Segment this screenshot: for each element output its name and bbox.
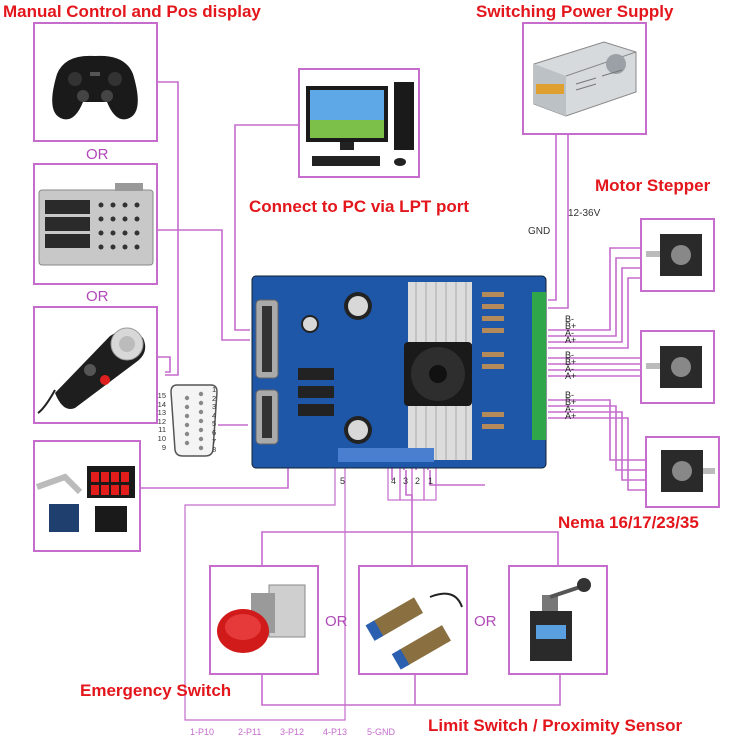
db15-pins-left: 15 14 13 12 11 10 9 [150,391,166,452]
pin-label: B+ [565,357,577,367]
pin-label: 3 [212,402,217,412]
emergency-button-icon [217,584,306,653]
pendant-box [33,306,158,424]
pin-label: 7 [212,436,217,446]
pin-label: 14 [157,399,166,409]
controller-board-icon [251,275,547,469]
pc-box [298,68,420,178]
power-supply-title: Switching Power Supply [476,2,674,21]
pin-label: A+ [565,335,577,345]
pin-map-label: 1-P10 [190,727,215,737]
pin-map-label: 5-GND [367,727,396,737]
control-panel-icon [38,183,154,266]
emergency-switch-box [209,565,319,675]
limit-switch-box [508,565,608,675]
gamepad-icon [52,55,138,120]
proximity-sensor-box [358,565,468,675]
gamepad-box [33,22,158,142]
pin-map-label: 4-P13 [323,727,348,737]
power-supply-icon [533,41,637,117]
or-label: OR [86,288,109,305]
desktop-pc-icon [306,82,414,166]
pin-label: B+ [565,397,577,407]
pin-label: 8 [212,445,217,455]
motor-stepper-title: Motor Stepper [595,176,711,195]
pin-label: 5 [212,419,217,429]
handwheel-pendant-icon [37,327,146,414]
stepper-motor-icon [661,450,715,492]
proximity-sensor-icon [365,592,463,670]
motor3-pins: B- B+ A- A+ [565,390,577,421]
pin-label: A+ [565,411,577,421]
pin-label: 4 [212,410,217,420]
pin-label: A- [565,404,574,414]
pin-label: 11 [158,425,166,435]
display-module-icon [35,466,135,532]
pin-label: B- [565,390,574,400]
pin-label: 13 [157,408,166,418]
pin5-label: 5 [340,476,346,486]
or-label: OR [474,613,497,630]
input-pin-label: 3 [403,476,409,486]
pin-map-label: 3-P12 [280,727,305,737]
pc-connection-title: Connect to PC via LPT port [249,197,470,216]
voltage-label: 12-36V [568,208,601,219]
limit-switch-icon [530,578,591,661]
motor2-pins: B- B+ A- A+ [565,350,577,381]
pin-label: 9 [161,442,166,452]
power-supply-box [522,22,647,135]
pin-label: B+ [565,321,577,331]
pin-label: B- [565,350,574,360]
manual-control-title: Manual Control and Pos display [3,2,261,21]
control-panel-box [33,163,158,285]
or-label: OR [325,613,348,630]
stepper-motor-icon [646,346,702,388]
nema-title: Nema 16/17/23/35 [558,513,699,532]
pin-label: A+ [565,371,577,381]
pin-map-label: 2-P11 [238,727,262,737]
pin-label: 1 [212,385,217,394]
display-module-box [33,440,141,552]
or-label: OR [86,146,109,163]
stepper-motor-box [640,330,715,404]
input-pin-label: 2 [415,476,421,486]
pin-label: 15 [157,391,166,400]
input-pin-label: 1 [428,476,434,486]
pin-label: 10 [157,433,166,443]
pin-label: 6 [212,427,217,437]
pin-label: 2 [212,393,217,403]
pin-label: A- [565,364,574,374]
input-pin-label: 4 [391,476,397,486]
motor1-pins: B- B+ A- A+ [565,314,577,345]
stepper-motor-box [645,436,720,508]
pin-label: A- [565,328,574,338]
stepper-motor-icon [646,234,702,276]
stepper-motor-box [640,218,715,292]
gnd-label: GND [528,226,551,237]
pin-label: 12 [157,416,166,426]
limit-switch-title: Limit Switch / Proximity Sensor [428,716,683,735]
db15-pins-right: 1 2 3 4 5 6 7 8 [212,385,224,455]
db15-connector-icon [170,384,218,457]
limit-wires [261,470,561,706]
pin-label: B- [565,314,574,324]
emergency-switch-title: Emergency Switch [80,681,232,700]
